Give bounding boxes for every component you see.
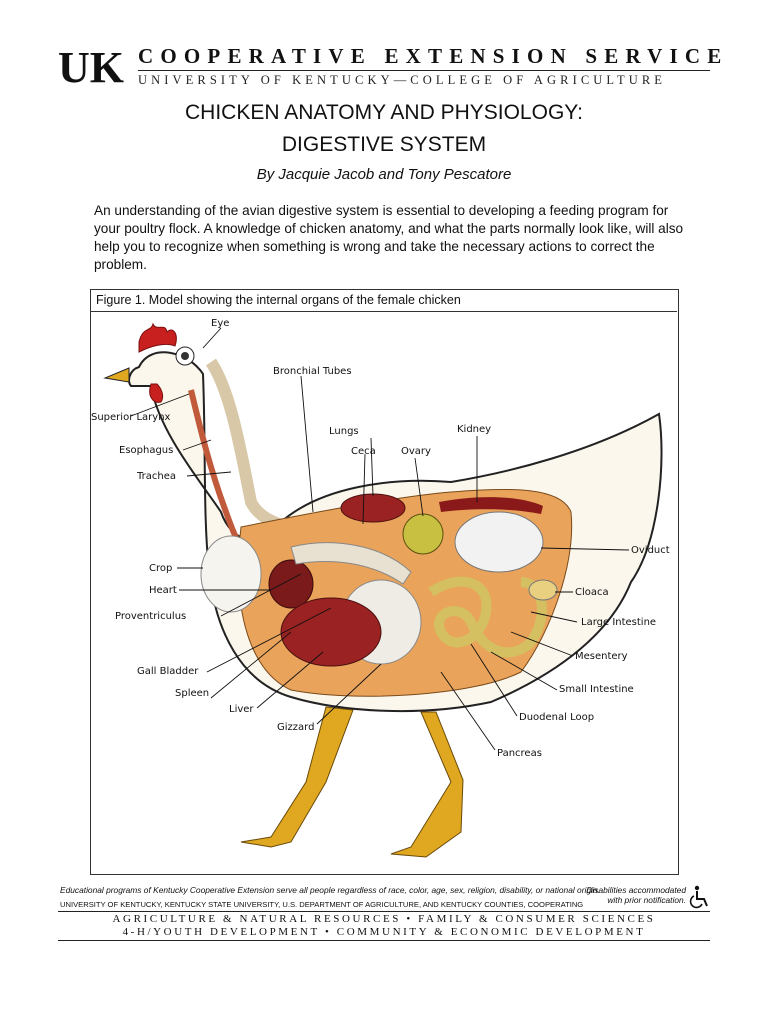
label-eye: Eye — [211, 318, 229, 329]
intro-paragraph: An understanding of the avian digestive … — [94, 202, 684, 274]
label-ovary: Ovary — [401, 446, 431, 457]
oviduct-organ — [455, 512, 543, 572]
chicken-anatomy-diagram: Eye Bronchial Tubes Superior Larynx Esop… — [91, 312, 676, 872]
right-leg — [391, 712, 463, 857]
disabilities-notice: Disabilities accommodated with prior not… — [574, 885, 686, 905]
institution-name: UNIVERSITY OF KENTUCKY—COLLEGE OF AGRICU… — [138, 73, 710, 88]
label-liver: Liver — [229, 704, 254, 715]
label-pancreas: Pancreas — [497, 748, 542, 759]
header-divider — [138, 70, 710, 71]
label-small-intestine: Small Intestine — [559, 684, 634, 695]
label-cloaca: Cloaca — [575, 587, 609, 598]
byline: By Jacquie Jacob and Tony Pescatore — [0, 166, 768, 183]
figure-caption: Figure 1. Model showing the internal org… — [96, 293, 461, 307]
label-trachea: Trachea — [136, 471, 176, 482]
heart-organ — [269, 560, 313, 608]
programs-line1: AGRICULTURE & NATURAL RESOURCES • FAMILY… — [58, 913, 710, 925]
label-spleen: Spleen — [175, 688, 209, 699]
label-esophagus: Esophagus — [119, 445, 173, 456]
page-title-line1: CHICKEN ANATOMY AND PHYSIOLOGY: — [0, 101, 768, 125]
label-lungs: Lungs — [329, 426, 359, 437]
label-ceca: Ceca — [351, 446, 376, 457]
service-name: COOPERATIVE EXTENSION SERVICE — [138, 44, 710, 69]
comb — [139, 324, 176, 352]
label-oviduct: Oviduct — [631, 545, 670, 556]
label-gall-bladder: Gall Bladder — [137, 666, 199, 677]
label-bronchial-tubes: Bronchial Tubes — [273, 366, 352, 377]
label-kidney: Kidney — [457, 424, 491, 435]
label-crop: Crop — [149, 563, 172, 574]
label-gizzard: Gizzard — [277, 722, 314, 733]
wheelchair-icon — [688, 884, 710, 910]
cooperating-statement: UNIVERSITY OF KENTUCKY, KENTUCKY STATE U… — [60, 900, 583, 909]
label-large-intestine: Large Intestine — [581, 617, 656, 628]
beak — [105, 368, 129, 382]
cloaca-organ — [529, 580, 557, 600]
education-statement: Educational programs of Kentucky Coopera… — [60, 885, 600, 895]
ovary-organ — [403, 514, 443, 554]
label-superior-larynx: Superior Larynx — [91, 412, 171, 423]
label-heart: Heart — [149, 585, 177, 596]
label-duodenal-loop: Duodenal Loop — [519, 712, 594, 723]
uk-logo-text: UK — [58, 44, 124, 88]
uk-logo: UK — [58, 44, 132, 88]
label-proventriculus: Proventriculus — [115, 611, 186, 622]
programs-line2: 4-H/YOUTH DEVELOPMENT • COMMUNITY & ECON… — [58, 926, 710, 938]
footer-divider-top — [58, 911, 710, 912]
crop-organ — [201, 536, 261, 612]
footer-divider-bottom — [58, 940, 710, 941]
neck-vertebrae — [211, 362, 321, 528]
label-mesentery: Mesentery — [575, 651, 628, 662]
lungs-organ — [341, 494, 405, 522]
page-title-line2: DIGESTIVE SYSTEM — [0, 133, 768, 157]
